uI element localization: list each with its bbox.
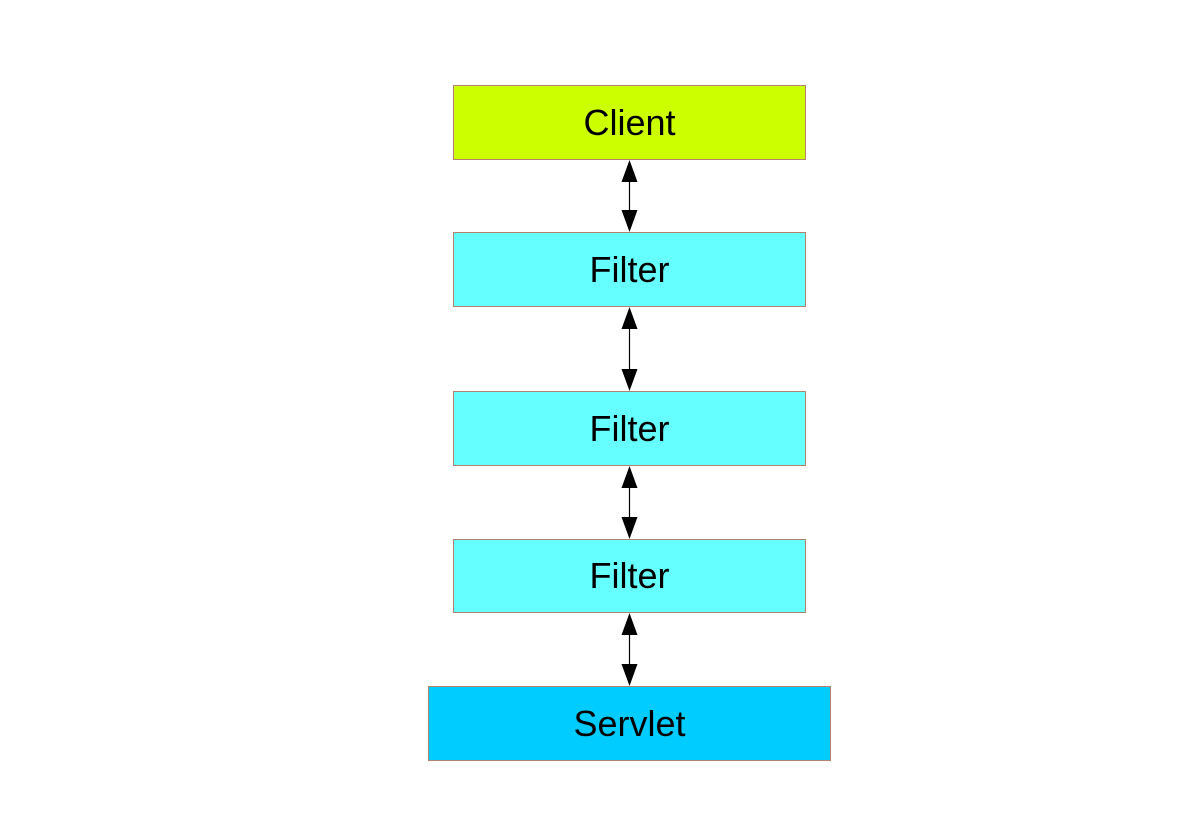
client-label: Client (583, 101, 676, 143)
bidirectional-arrow-2 (621, 307, 638, 391)
arrowhead-down-1 (621, 210, 638, 232)
bidirectional-arrow-3 (621, 466, 638, 539)
client-box: Client (453, 85, 806, 160)
arrowhead-down-2 (621, 369, 638, 391)
arrowhead-down-3 (621, 517, 638, 539)
arrowhead-down-4 (621, 664, 638, 686)
filter-label-1: Filter (589, 248, 670, 290)
servlet-box: Servlet (428, 686, 831, 761)
arrowhead-up-2 (621, 307, 638, 329)
arrowhead-up-1 (621, 160, 638, 182)
filter-box-3: Filter (453, 539, 806, 613)
arrowhead-up-3 (621, 466, 638, 488)
bidirectional-arrow-1 (621, 160, 638, 232)
arrowhead-up-4 (621, 613, 638, 635)
filter-box-1: Filter (453, 232, 806, 307)
servlet-label: Servlet (573, 702, 686, 744)
filter-label-2: Filter (589, 407, 670, 449)
filter-label-3: Filter (589, 555, 670, 596)
bidirectional-arrow-4 (621, 613, 638, 686)
filter-box-2: Filter (453, 391, 806, 466)
